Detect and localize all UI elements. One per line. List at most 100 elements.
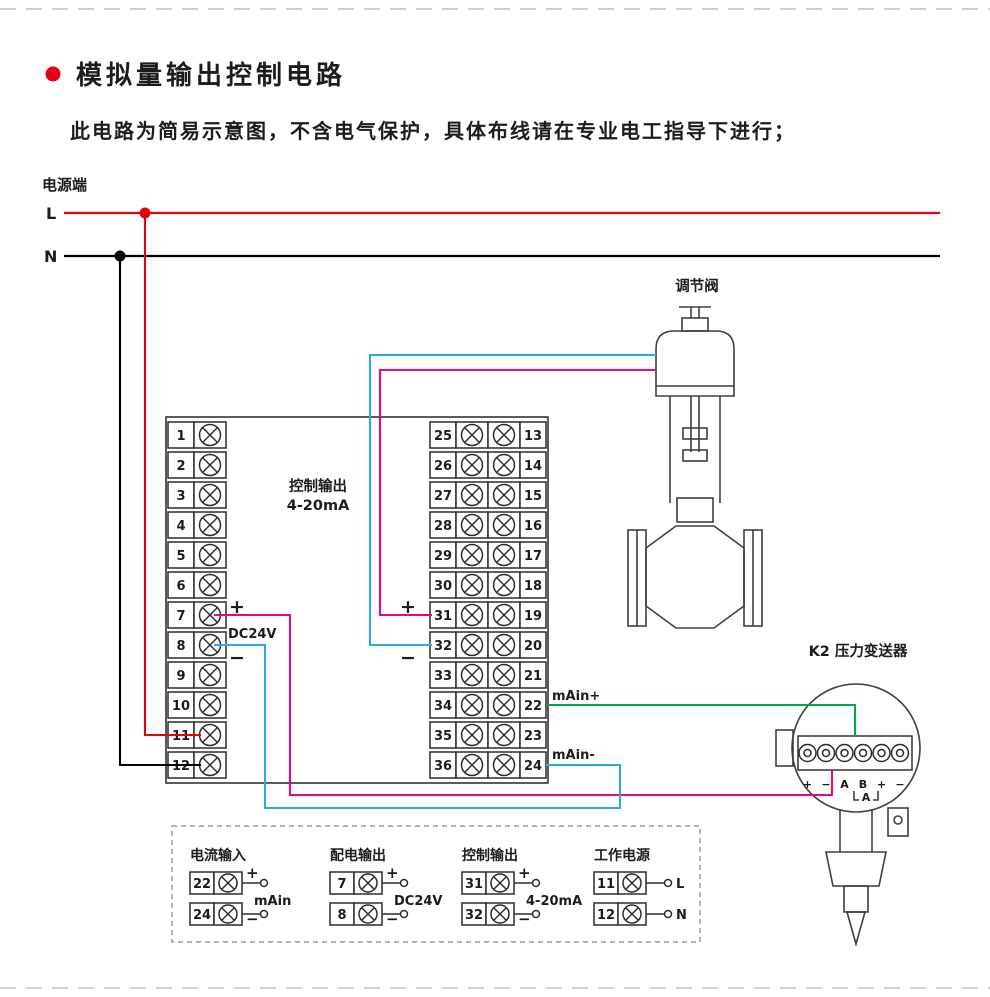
terminal-19-box [519, 601, 547, 629]
legend-minus-label: − [246, 910, 259, 928]
transmitter-terminal-label: − [895, 778, 904, 791]
terminal-row-left: 3 [167, 481, 227, 509]
terminal-row-left: 10 [167, 691, 227, 719]
terminal-36-number: 36 [434, 759, 452, 774]
transmitter-process-stem [843, 885, 869, 913]
terminal-6-box [167, 571, 195, 599]
terminal-16-box [519, 511, 547, 539]
screw-terminal-icon [218, 904, 238, 924]
terminal-row-left: 1 [167, 421, 227, 449]
terminal-31-number: 31 [434, 609, 452, 624]
dc24v-plus-wire-terminal7-to-transmitter [214, 613, 834, 797]
terminal-row-middle: 34 22 [429, 691, 547, 719]
terminal-20-number: 20 [524, 639, 542, 654]
terminal-19-number: 19 [524, 609, 542, 624]
transmitter-probe-tip [845, 911, 867, 947]
terminal-28-box [429, 511, 457, 539]
screw-terminal-icon [492, 483, 516, 507]
terminal-15-number: 15 [524, 489, 542, 504]
control-minus-wire-terminal32-to-valve [368, 353, 656, 647]
valve-stem-block [682, 449, 708, 462]
transmitter-screw-center [840, 748, 849, 758]
transmitter-sub-label-bracket [853, 791, 859, 801]
live-wire-to-terminal-11 [143, 213, 201, 737]
transmitter-screw-center [821, 748, 831, 758]
terminal-5-number: 5 [176, 549, 185, 564]
legend-terminal-24-number: 24 [193, 908, 211, 923]
terminal-row-left: 4 [167, 511, 227, 539]
terminal-34-number: 34 [434, 699, 452, 714]
title-bullet [45, 66, 61, 82]
header: 模拟量输出控制电路 此电路为简易示意图，不含电气保护，具体布线请在专业电工指导下… [45, 60, 796, 143]
legend-plus-label: + [386, 864, 399, 882]
terminal-12-number: 12 [172, 759, 190, 774]
terminal-23-box [519, 721, 547, 749]
page-subtitle: 此电路为简易示意图，不含电气保护，具体布线请在专业电工指导下进行； [70, 119, 796, 143]
terminal-27-number: 27 [434, 489, 452, 504]
transmitter-housing [791, 683, 921, 813]
terminal-2-box [167, 451, 195, 479]
main-in-plus-label: mAin+ [552, 689, 600, 704]
legend-lead-end [663, 909, 673, 919]
legend-terminal-32-number: 32 [465, 908, 483, 923]
terminal-7-number: 7 [176, 609, 185, 624]
control-plus-wire-terminal31-to-valve [378, 368, 656, 617]
screw-terminal-icon [492, 663, 516, 687]
terminal-6-number: 6 [176, 579, 185, 594]
terminal-33-box [429, 661, 457, 689]
legend-lead-end [399, 909, 409, 919]
terminal-17-number: 17 [524, 549, 542, 564]
legend-plus-label: + [246, 864, 259, 882]
screw-terminal-icon [492, 423, 516, 447]
control-valve: 调节阀 [627, 277, 763, 629]
neutral-wire-to-terminal-12 [118, 256, 201, 767]
valve-bonnet [676, 497, 714, 523]
screw-terminal-icon [460, 513, 484, 537]
valve-body [645, 525, 745, 629]
terminal-32-number: 32 [434, 639, 452, 654]
terminal-28-number: 28 [434, 519, 452, 534]
dc24v-label: DC24V [228, 627, 276, 642]
legend-terminal-8-number: 8 [337, 908, 346, 923]
terminal-row-left: 5 [167, 541, 227, 569]
legend-lead-end [259, 909, 269, 919]
screw-terminal-icon [198, 423, 222, 447]
terminal-row-left: 6 [167, 571, 227, 599]
legend-lead-end [531, 878, 541, 888]
terminal-13-box [519, 421, 547, 449]
power-rails: 电源端 L N [42, 176, 940, 266]
valve-actuator-dome [655, 330, 735, 397]
terminal-14-number: 14 [524, 459, 542, 474]
terminal-row-left: 9 [167, 661, 227, 689]
transmitter-terminal-label: + [877, 778, 886, 791]
transmitter-terminal-label: − [821, 778, 830, 791]
screw-terminal-icon [622, 904, 642, 924]
screw-terminal-icon [460, 633, 484, 657]
legend-center-label: 4-20mA [526, 894, 582, 909]
terminal-26-box [429, 451, 457, 479]
terminal-18-box [519, 571, 547, 599]
main-in-plus-wire-terminal22-to-transmitter [546, 703, 857, 737]
terminal-22-number: 22 [524, 699, 542, 714]
legend-minus-label: − [386, 910, 399, 928]
screw-terminal-icon [492, 603, 516, 627]
terminal-15-box [519, 481, 547, 509]
main-in-minus-label: mAin- [552, 748, 595, 763]
transmitter-screw-center [803, 748, 812, 758]
neutral-label: N [44, 247, 57, 266]
terminal-20-box [519, 631, 547, 659]
terminal-16-number: 16 [524, 519, 542, 534]
control-output-label-line2: 4-20mA [287, 498, 350, 514]
screw-terminal-icon [198, 693, 222, 717]
screw-terminal-icon [492, 513, 516, 537]
